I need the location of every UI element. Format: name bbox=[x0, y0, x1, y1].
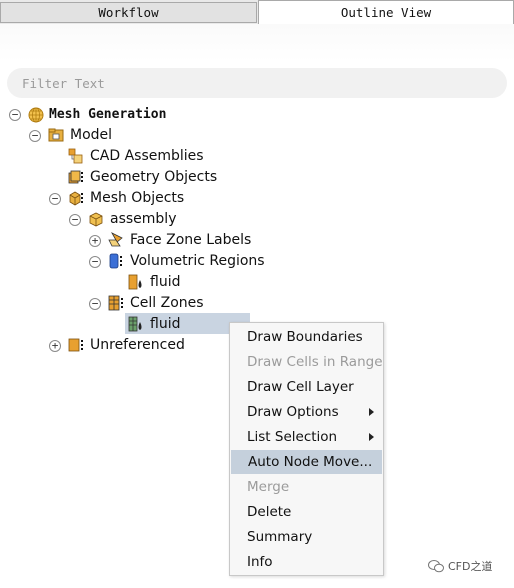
collapse-toggle-model[interactable]: − bbox=[29, 130, 41, 142]
assembly-cube-icon bbox=[89, 212, 103, 227]
fluid-region-icon bbox=[128, 274, 142, 290]
volumetric-regions-icon bbox=[109, 253, 122, 269]
menu-item-info[interactable]: Info bbox=[247, 554, 273, 570]
menu-item-draw-boundaries[interactable]: Draw Boundaries bbox=[247, 329, 363, 345]
menu-item-draw-options[interactable]: Draw Options bbox=[230, 400, 383, 424]
tree-item-volumetric-regions[interactable]: Volumetric Regions bbox=[130, 253, 265, 269]
expand-toggle-unreferenced[interactable]: + bbox=[49, 340, 61, 352]
tree-item-cell-zones[interactable]: Cell Zones bbox=[130, 295, 204, 311]
menu-item-merge[interactable]: Merge bbox=[247, 479, 290, 495]
tree-item-mesh-generation[interactable]: Mesh Generation bbox=[49, 107, 167, 122]
menu-item-delete[interactable]: Delete bbox=[247, 504, 292, 520]
collapse-toggle-mesh-generation[interactable]: − bbox=[9, 109, 21, 121]
tree-item-mesh-objects[interactable]: Mesh Objects bbox=[90, 190, 185, 206]
globe-icon bbox=[28, 107, 44, 123]
tab-workflow[interactable]: Workflow bbox=[0, 2, 257, 23]
tree-item-model[interactable]: Model bbox=[70, 127, 113, 143]
selection-highlight bbox=[125, 313, 250, 334]
collapse-toggle-cell-zones[interactable]: − bbox=[89, 298, 101, 310]
collapse-toggle-assembly[interactable]: − bbox=[69, 214, 81, 226]
menu-item-label: Draw Options bbox=[247, 404, 339, 420]
unreferenced-icon bbox=[68, 338, 83, 352]
menu-item-label: List Selection bbox=[247, 429, 338, 445]
submenu-arrow-icon bbox=[369, 433, 374, 441]
watermark: CFD之道 bbox=[428, 557, 492, 575]
collapse-toggle-volumetric-regions[interactable]: − bbox=[89, 256, 101, 268]
menu-item-auto-node-move[interactable]: Auto Node Move... bbox=[231, 450, 382, 474]
tree-item-volumetric-fluid[interactable]: fluid bbox=[150, 274, 181, 290]
expand-toggle-face-zone-labels[interactable]: + bbox=[89, 235, 101, 247]
collapse-toggle-mesh-objects[interactable]: − bbox=[49, 193, 61, 205]
cad-assemblies-icon bbox=[68, 148, 83, 164]
toolbar-area bbox=[0, 24, 514, 62]
tab-bar: Workflow Outline View bbox=[0, 0, 514, 24]
model-folder-icon bbox=[48, 128, 64, 142]
wechat-icon bbox=[428, 560, 444, 573]
tree-item-cell-zone-fluid[interactable]: fluid bbox=[150, 316, 181, 332]
tree-item-face-zone-labels[interactable]: Face Zone Labels bbox=[130, 232, 252, 248]
tree-item-assembly[interactable]: assembly bbox=[110, 211, 177, 227]
cell-zones-icon bbox=[108, 295, 123, 311]
face-zone-labels-icon bbox=[108, 232, 123, 247]
tab-outline-view[interactable]: Outline View bbox=[258, 0, 514, 24]
filter-input[interactable]: Filter Text bbox=[7, 68, 507, 98]
menu-item-draw-cells-in-range[interactable]: Draw Cells in Range bbox=[247, 354, 383, 370]
watermark-text: CFD之道 bbox=[448, 560, 493, 573]
tree-item-cad-assemblies[interactable]: CAD Assemblies bbox=[90, 148, 204, 164]
tree-item-unreferenced[interactable]: Unreferenced bbox=[90, 337, 185, 353]
mesh-objects-icon bbox=[69, 191, 83, 206]
context-menu: Draw Boundaries Draw Cells in Range Draw… bbox=[229, 322, 384, 576]
menu-item-summary[interactable]: Summary bbox=[247, 529, 313, 545]
cell-zone-fluid-icon bbox=[128, 316, 142, 332]
menu-item-list-selection[interactable]: List Selection bbox=[230, 425, 383, 449]
tree-item-geometry-objects[interactable]: Geometry Objects bbox=[90, 169, 218, 185]
submenu-arrow-icon bbox=[369, 408, 374, 416]
menu-item-draw-cell-layer[interactable]: Draw Cell Layer bbox=[247, 379, 354, 395]
geometry-objects-icon bbox=[68, 170, 83, 184]
